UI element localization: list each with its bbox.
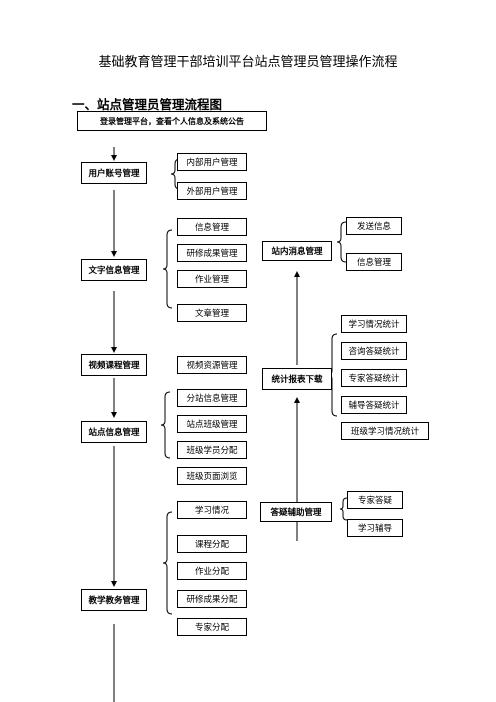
site-info-item: 班级页面浏览 [177,467,247,485]
qa-item: 学习辅导 [347,519,403,537]
stats-item: 班级学习情况统计 [341,422,429,440]
site-info-item: 站点班级管理 [177,415,247,433]
section-heading: 一、站点管理员管理流程图 [72,97,223,112]
text-info-item: 研修成果管理 [177,244,247,262]
stats-item: 学习情况统计 [341,315,407,333]
teaching-item: 研修成果分配 [177,590,247,608]
message-box: 站内消息管理 [262,241,332,261]
stats-item: 咨询答疑统计 [341,342,407,360]
stats-box: 统计报表下载 [262,368,332,390]
teaching-admin-box: 教学教务管理 [81,589,147,611]
login-box: 登录管理平台，查看个人信息及系统公告 [77,111,267,131]
site-info-box: 站点信息管理 [81,421,147,443]
user-account-item: 内部用户管理 [177,153,247,171]
message-item: 信息管理 [346,253,402,271]
text-info-item: 文章管理 [177,304,247,322]
teaching-item: 作业分配 [177,562,247,580]
text-info-item: 作业管理 [177,270,247,288]
qa-item: 专家答疑 [347,491,403,509]
teaching-item: 专家分配 [177,618,247,636]
stats-item: 专家答疑统计 [341,369,407,387]
qa-box: 答疑辅助管理 [260,502,332,522]
site-info-item: 分站信息管理 [177,389,247,407]
video-item: 视频资源管理 [177,356,247,374]
user-account-box: 用户账号管理 [81,162,147,184]
document-title: 基础教育管理干部培训平台站点管理员管理操作流程 [98,55,398,70]
user-account-item: 外部用户管理 [177,182,247,200]
text-info-item: 信息管理 [177,218,247,236]
video-course-box: 视频课程管理 [81,354,147,376]
stats-item: 辅导答疑统计 [341,396,407,414]
teaching-item: 课程分配 [177,535,247,553]
teaching-item: 学习情况 [177,501,247,519]
text-info-box: 文字信息管理 [81,259,147,281]
site-info-item: 班级学员分配 [177,441,247,459]
message-item: 发送信息 [346,217,402,235]
